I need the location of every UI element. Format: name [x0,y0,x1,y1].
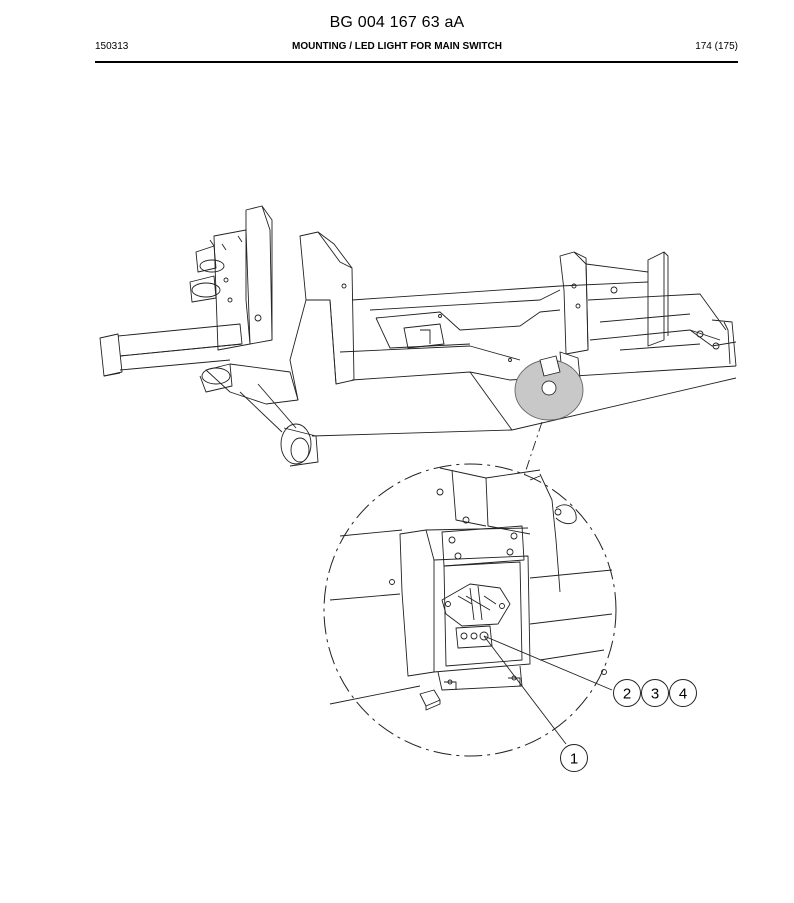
callout-leaders [483,635,613,745]
header-rule [95,61,738,63]
switch-location-highlight [514,355,584,421]
callout-3: 3 [641,679,669,707]
callout-1: 1 [560,744,588,772]
document-code: 150313 [95,41,129,52]
callout-number-2: 2 [623,686,631,703]
callout-2: 2 [613,679,641,707]
callout-number-3: 3 [651,686,659,703]
page-title: MOUNTING / LED LIGHT FOR MAIN SWITCH [292,41,502,52]
detail-leader-line [523,421,543,477]
chassis-frame [99,205,737,467]
detail-view [323,463,617,757]
document-number: BG 004 167 63 aA [329,14,465,31]
callout-number-4: 4 [679,686,687,703]
callout-number-1: 1 [570,751,578,768]
page-number: 174 (175) [695,41,738,52]
callout-4: 4 [669,679,697,707]
